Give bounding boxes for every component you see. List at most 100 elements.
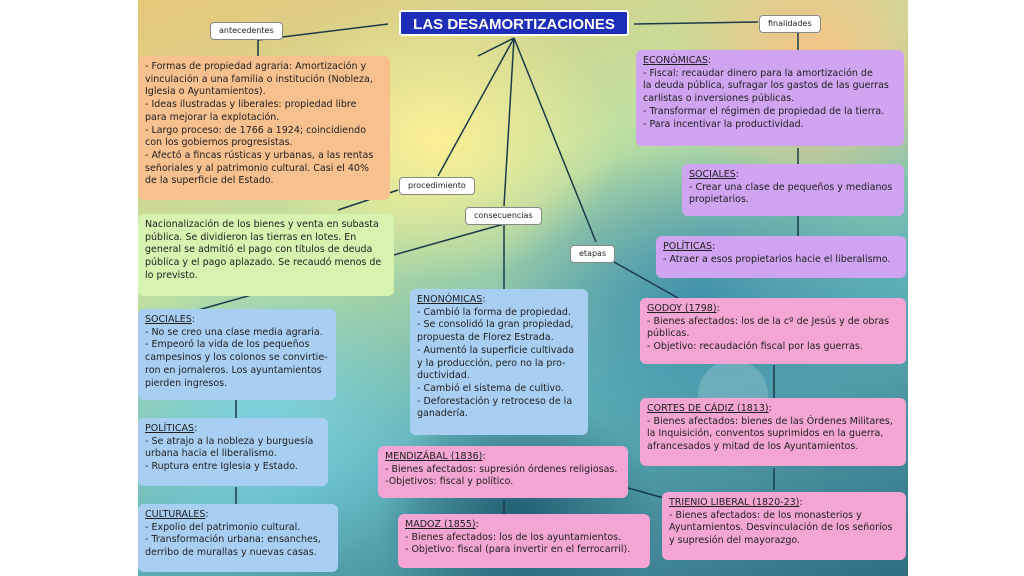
text-line: - Formas de propiedad agraria: Amortizac…	[145, 61, 367, 72]
tag-etapas: etapas	[570, 245, 616, 263]
text-line: - Fiscal: recaudar dinero para la amorti…	[643, 67, 873, 79]
connector	[477, 37, 515, 57]
text-line: lo previsto.	[145, 269, 198, 281]
text-line: derribo de murallas y nuevas casas.	[145, 547, 317, 559]
consecuencias-politicas-box: POLÍTICAS: - Se atrajo a la nobleza y bu…	[138, 418, 328, 486]
text-line: - Afectó a fincas rústicas y urbanas, a …	[145, 149, 374, 161]
text-line: Nacionalización de los bienes y venta en…	[145, 219, 379, 230]
text-line: - Se atrajo a la nobleza y burguesía	[145, 435, 314, 447]
text-line: -Objetivos: fiscal y político.	[385, 476, 514, 488]
consecuencias-economicas-box: ENONÓMICAS: - Cambió la forma de propied…	[410, 289, 588, 435]
text-line: - Para incentivar la productividad.	[643, 118, 804, 130]
heading-suffix: :	[205, 509, 209, 520]
finalidades-politicas-box: POLÍTICAS: - Atraer a esos propietarios …	[656, 236, 906, 278]
heading-suffix: :	[191, 314, 195, 325]
text-line: - Bienes afectados: los de los ayuntamie…	[405, 531, 622, 543]
text-line: propuesta de Florez Estrada.	[417, 332, 554, 344]
text-line: pública y el pago aplazado. Se recaudó m…	[145, 257, 382, 269]
page-title: LAS DESAMORTIZACIONES	[399, 10, 629, 36]
heading-text: POLÍTICAS	[663, 241, 713, 252]
etapa-godoy-box: GODOY (1798): - Bienes afectados: los de…	[640, 298, 906, 364]
text-line: - Ruptura entre Iglesia y Estado.	[145, 461, 298, 473]
heading-text: CULTURALES	[145, 509, 206, 520]
box-heading: GODOY (1798):	[647, 303, 899, 316]
heading-text: TRIENIO LIBERAL (1820-23)	[669, 497, 800, 508]
connector-lines	[197, 21, 799, 516]
text-line: - Ideas ilustradas y liberales: propieda…	[145, 99, 357, 111]
text-line: - Bienes afectados: de los monasterios y	[669, 509, 862, 521]
text-line: Ayuntamientos. Desvinculación de los señ…	[669, 522, 893, 534]
heading-suffix: :	[735, 169, 739, 180]
text-line: general se admitió el pago con títulos d…	[145, 244, 373, 256]
box-heading: POLÍTICAS:	[145, 423, 321, 436]
heading-text: SOCIALES	[689, 169, 736, 180]
text-line: campesinos y los colonos se convirtie-	[145, 352, 328, 364]
consecuencias-culturales-box: CULTURALES: - Expolio del patrimonio cul…	[138, 504, 338, 572]
heading-text: CORTES DE CÁDIZ (1813)	[647, 403, 769, 414]
text-line: y supresión del mayorazgo.	[669, 535, 801, 547]
box-heading: CORTES DE CÁDIZ (1813):	[647, 403, 899, 416]
box-heading: POLÍTICAS:	[663, 241, 899, 254]
text-line: señoriales y al patrimonio cultural. Cas…	[145, 162, 369, 174]
text-line: la deuda pública, sufragar los gastos de…	[643, 80, 889, 92]
heading-text: MADOZ (1855)	[405, 519, 476, 530]
text-line: - Transformación urbana: ensanches,	[145, 534, 321, 546]
text-line: - No se creo una clase media agraria.	[145, 326, 323, 338]
heading-suffix: :	[799, 497, 803, 508]
text-line: - Deforestación y retroceso de la	[417, 395, 573, 407]
text-line: Iglesia o Ayuntamientos).	[145, 86, 266, 98]
finalidades-economicas-box: ECONÓMICAS: - Fiscal: recaudar dinero pa…	[636, 50, 904, 146]
box-heading: ENONÓMICAS:	[417, 294, 581, 307]
heading-text: MENDIZÁBAL (1836)	[385, 451, 483, 462]
heading-suffix: :	[194, 423, 198, 434]
consecuencias-sociales-box: SOCIALES: - No se creo una clase media a…	[138, 309, 336, 400]
tag-finalidades: finalidades	[759, 15, 821, 33]
heading-text: GODOY (1798)	[647, 303, 717, 314]
connector	[613, 261, 679, 299]
box-heading: TRIENIO LIBERAL (1820-23):	[669, 497, 899, 510]
connector	[633, 21, 759, 25]
finalidades-sociales-box: SOCIALES: - Crear una clase de pequeños …	[682, 164, 904, 216]
text-line: para mejorar la explotación.	[145, 111, 280, 123]
text-line: - Empeoró la vida de los pequeños	[145, 339, 310, 351]
text-line: - Atraer a esos propietarios hacie el li…	[663, 253, 891, 265]
text-line: - Bienes afectados: los de la cº de Jesú…	[647, 315, 890, 327]
text-line: la Inquisición, conventos suprimidos en …	[647, 428, 884, 440]
heading-text: ENONÓMICAS	[417, 294, 483, 305]
connector	[513, 37, 597, 243]
text-line: públicas.	[647, 328, 690, 340]
text-line: - Se consolidó la gran propiedad,	[417, 319, 574, 331]
text-line: - Transformar el régimen de propiedad de…	[643, 105, 885, 117]
text-line: propietarios.	[689, 194, 749, 206]
text-line: - Largo proceso: de 1766 a 1924; coincid…	[145, 124, 367, 136]
text-line: ganadería.	[417, 408, 468, 420]
text-line: - Bienes afectados: bienes de las Órdene…	[647, 415, 893, 427]
text-line: - Bienes afectados: supresión órdenes re…	[385, 463, 618, 475]
heading-text: SOCIALES	[145, 314, 192, 325]
text-line: y la producción, pero no la pro-	[417, 357, 566, 369]
text-line: pública. Se dividieron las tierras en lo…	[145, 231, 357, 243]
text-line: - Objetivo: fiscal (para invertir en el …	[405, 544, 631, 556]
antecedentes-box: - Formas de propiedad agraria: Amortizac…	[138, 56, 390, 200]
box-heading: SOCIALES:	[689, 169, 897, 182]
heading-suffix: :	[768, 403, 772, 414]
concept-map-canvas: LAS DESAMORTIZACIONES antecedentes final…	[138, 0, 908, 576]
text-line: ductividad.	[417, 370, 470, 382]
text-line: urbana hacia el liberalismo.	[145, 448, 277, 460]
etapa-madoz-box: MADOZ (1855): - Bienes afectados: los de…	[398, 514, 650, 568]
heading-suffix: :	[475, 519, 479, 530]
text-line: - Crear una clase de pequeños y medianos	[689, 181, 893, 193]
box-heading: ECONÓMICAS:	[643, 55, 897, 68]
text-line: de la superficie del Estado.	[145, 175, 274, 187]
box-heading: MADOZ (1855):	[405, 519, 643, 532]
text-line: - Expolio del patrimonio cultural.	[145, 521, 301, 533]
text-line: con los gobiernos progresistas.	[145, 137, 293, 149]
heading-suffix: :	[707, 55, 712, 66]
heading-suffix: :	[482, 294, 486, 305]
text-line: carlistas o inversiones públicas.	[643, 93, 795, 105]
box-heading: CULTURALES:	[145, 509, 331, 522]
text-line: ron en jornaleros. Los ayuntamientos	[145, 364, 322, 376]
heading-suffix: :	[482, 451, 486, 462]
heading-suffix: :	[716, 303, 720, 314]
heading-text: POLÍTICAS	[145, 423, 195, 434]
